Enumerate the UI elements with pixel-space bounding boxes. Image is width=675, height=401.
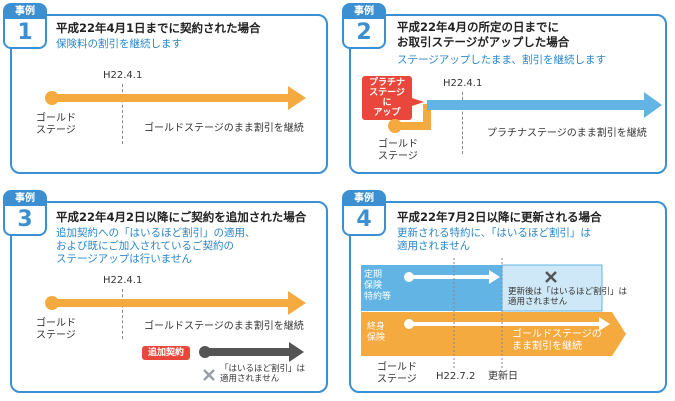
case-1-subtitle: 保険料の割引を継続します bbox=[56, 38, 182, 50]
case-label: 事例 bbox=[344, 192, 384, 206]
case-4-date-1: H22.7.2 bbox=[436, 371, 476, 382]
case-3-gold-label: ゴールド ステージ bbox=[36, 318, 76, 341]
case-4-cross-icon bbox=[545, 271, 557, 283]
case-3-panel bbox=[10, 201, 328, 393]
case-3-tag: 事例 3 bbox=[3, 190, 47, 236]
case-2-title: 平成22年4月の所定の日までに お取引ステージがアップした場合 bbox=[397, 20, 570, 49]
case-4-row2-label: 終身 保険 bbox=[367, 322, 386, 343]
case-4-title: 平成22年7月2日以降に更新される場合 bbox=[397, 210, 602, 224]
case-2-subtitle: ステージアップしたまま、割引を継続します bbox=[397, 54, 607, 66]
case-1-result: ゴールドステージのまま割引を継続 bbox=[144, 123, 304, 134]
case-2-date-line bbox=[462, 92, 463, 154]
case-3-result: ゴールドステージのまま割引を継続 bbox=[144, 321, 304, 332]
badge-pointer bbox=[412, 98, 424, 106]
case-3-cross-icon bbox=[203, 369, 215, 381]
case-3-subtitle: 追加契約への「はいるほど割引」の適用、 および既にご加入されているご契約の ステ… bbox=[56, 227, 256, 265]
case-2-stage-arrow bbox=[388, 92, 662, 133]
case-4-subtitle: 更新される特約に、「はいるほど割引」は 適用されません bbox=[397, 227, 591, 252]
case-1-title: 平成22年4月1日までに契約された場合 bbox=[56, 21, 261, 35]
platinum-up-badge: プラチナ ステージに アップ bbox=[362, 76, 412, 120]
case-2-gold-label: ゴールド ステージ bbox=[378, 139, 418, 162]
case-4-result: ゴールドステージの まま割引を継続 bbox=[512, 329, 602, 352]
case-3-date-line bbox=[122, 289, 123, 339]
case-1-tag: 事例 1 bbox=[3, 3, 47, 49]
case-3-date: H22.4.1 bbox=[103, 275, 143, 286]
case-4-note: 更新後は「はいるほど割引」は 適用されません bbox=[508, 287, 628, 307]
case-3-additional-arrow bbox=[199, 342, 304, 362]
case-3-gold-arrow bbox=[45, 291, 306, 315]
case-3-title: 平成22年4月2日以降にご契約を追加された場合 bbox=[56, 210, 307, 224]
case-1-gold-arrow bbox=[45, 86, 306, 110]
case-number: 4 bbox=[356, 207, 372, 232]
case-label: 事例 bbox=[5, 5, 45, 19]
case-2-tag: 事例 2 bbox=[342, 3, 386, 49]
case-number: 3 bbox=[17, 207, 33, 232]
case-number: 2 bbox=[356, 20, 372, 45]
case-2-date: H22.4.1 bbox=[443, 78, 483, 89]
case-label: 事例 bbox=[344, 5, 384, 19]
case-4-white-arrows bbox=[404, 270, 610, 331]
case-1-gold-label: ゴールド ステージ bbox=[36, 113, 76, 136]
case-4-date-2: 更新日 bbox=[488, 371, 518, 382]
case-1-date: H22.4.1 bbox=[103, 70, 143, 81]
case-number: 1 bbox=[17, 20, 33, 45]
additional-contract-badge: 追加契約 bbox=[142, 346, 190, 360]
case-label: 事例 bbox=[5, 192, 45, 206]
case-2-result: プラチナステージのまま割引を継続 bbox=[487, 128, 647, 139]
case-4-row-blocks bbox=[361, 264, 626, 356]
case-4-tag: 事例 4 bbox=[342, 190, 386, 236]
case-1-date-line bbox=[122, 84, 123, 144]
case-4-gold-label: ゴールド ステージ bbox=[377, 362, 417, 385]
case-4-row1-label: 定期 保険 特約等 bbox=[364, 270, 392, 302]
case-3-note: 「はいるほど割引」は 適用されません bbox=[220, 364, 306, 384]
